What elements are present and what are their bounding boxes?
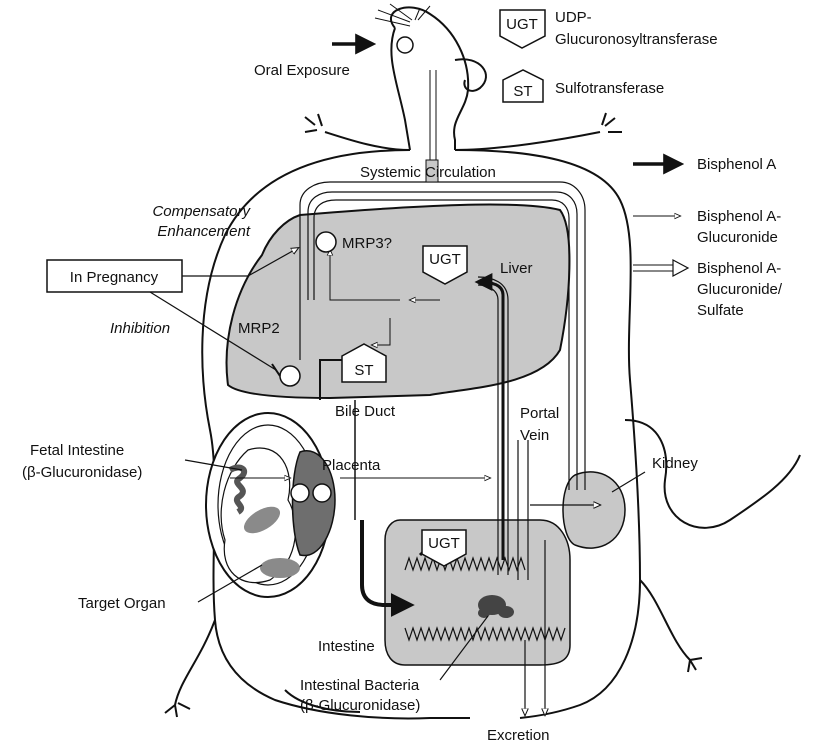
intestine-shape <box>385 520 570 665</box>
liver-ugt-label: UGT <box>429 251 461 268</box>
legend-bpa-label: Bisphenol A <box>697 156 776 173</box>
bacteria-line1: Intestinal Bacteria <box>300 677 420 694</box>
liver-shape <box>227 205 570 398</box>
placenta-label: Placenta <box>322 457 381 474</box>
mrp3-label: MRP3? <box>342 235 392 252</box>
intestine-ugt-label: UGT <box>428 535 460 552</box>
kidney-shape <box>563 472 625 548</box>
in-pregnancy-label: In Pregnancy <box>70 269 159 286</box>
mrp2-transporter <box>280 366 300 386</box>
placenta-transporter-2 <box>313 484 331 502</box>
legend-bpags-line2: Glucuronide/ <box>697 281 783 298</box>
mrp3-transporter <box>316 232 336 252</box>
inhibition-label: Inhibition <box>110 320 170 337</box>
legend-st-label: Sulfotransferase <box>555 80 664 97</box>
legend-ugt-box-label: UGT <box>506 16 538 33</box>
liver-st-label: ST <box>354 362 373 379</box>
excretion-label: Excretion <box>487 727 550 744</box>
legend-bpag-line1: Bisphenol A- <box>697 208 781 225</box>
portal-vein-line2: Vein <box>520 427 549 444</box>
legend-bpags-line3: Sulfate <box>697 302 744 319</box>
oral-exposure-label: Oral Exposure <box>254 62 350 79</box>
target-organ-label: Target Organ <box>78 595 166 612</box>
placenta-transporter-1 <box>291 484 309 502</box>
systemic-circulation-label: Systemic Circulation <box>360 164 496 181</box>
bile-duct-label: Bile Duct <box>335 403 396 420</box>
legend-ugt-symbol: UGT <box>500 10 545 48</box>
mouth-circle <box>397 37 413 53</box>
legend-st-symbol: ST <box>503 70 543 102</box>
compensatory-line2: Enhancement <box>157 223 250 240</box>
legend-ugt-line1: UDP- <box>555 9 592 26</box>
in-pregnancy-box: In Pregnancy <box>47 260 182 292</box>
legend-ugt-line2: Glucuronosyltransferase <box>555 31 718 48</box>
mrp2-label: MRP2 <box>238 320 280 337</box>
intestine-label: Intestine <box>318 638 375 655</box>
compensatory-line1: Compensatory <box>152 203 251 220</box>
bacteria-line2: (β-Glucuronidase) <box>300 697 420 714</box>
liver-label: Liver <box>500 260 533 277</box>
portal-vein-line1: Portal <box>520 405 559 422</box>
fetal-intestine-line2: (β-Glucuronidase) <box>22 464 142 481</box>
legend-st-box-label: ST <box>513 83 532 100</box>
legend-bpags-arrow <box>633 260 688 276</box>
legend-bpags-line1: Bisphenol A- <box>697 260 781 277</box>
kidney-label: Kidney <box>652 455 698 472</box>
fetal-intestine-line1: Fetal Intestine <box>30 442 124 459</box>
legend-bpag-line2: Glucuronide <box>697 229 778 246</box>
